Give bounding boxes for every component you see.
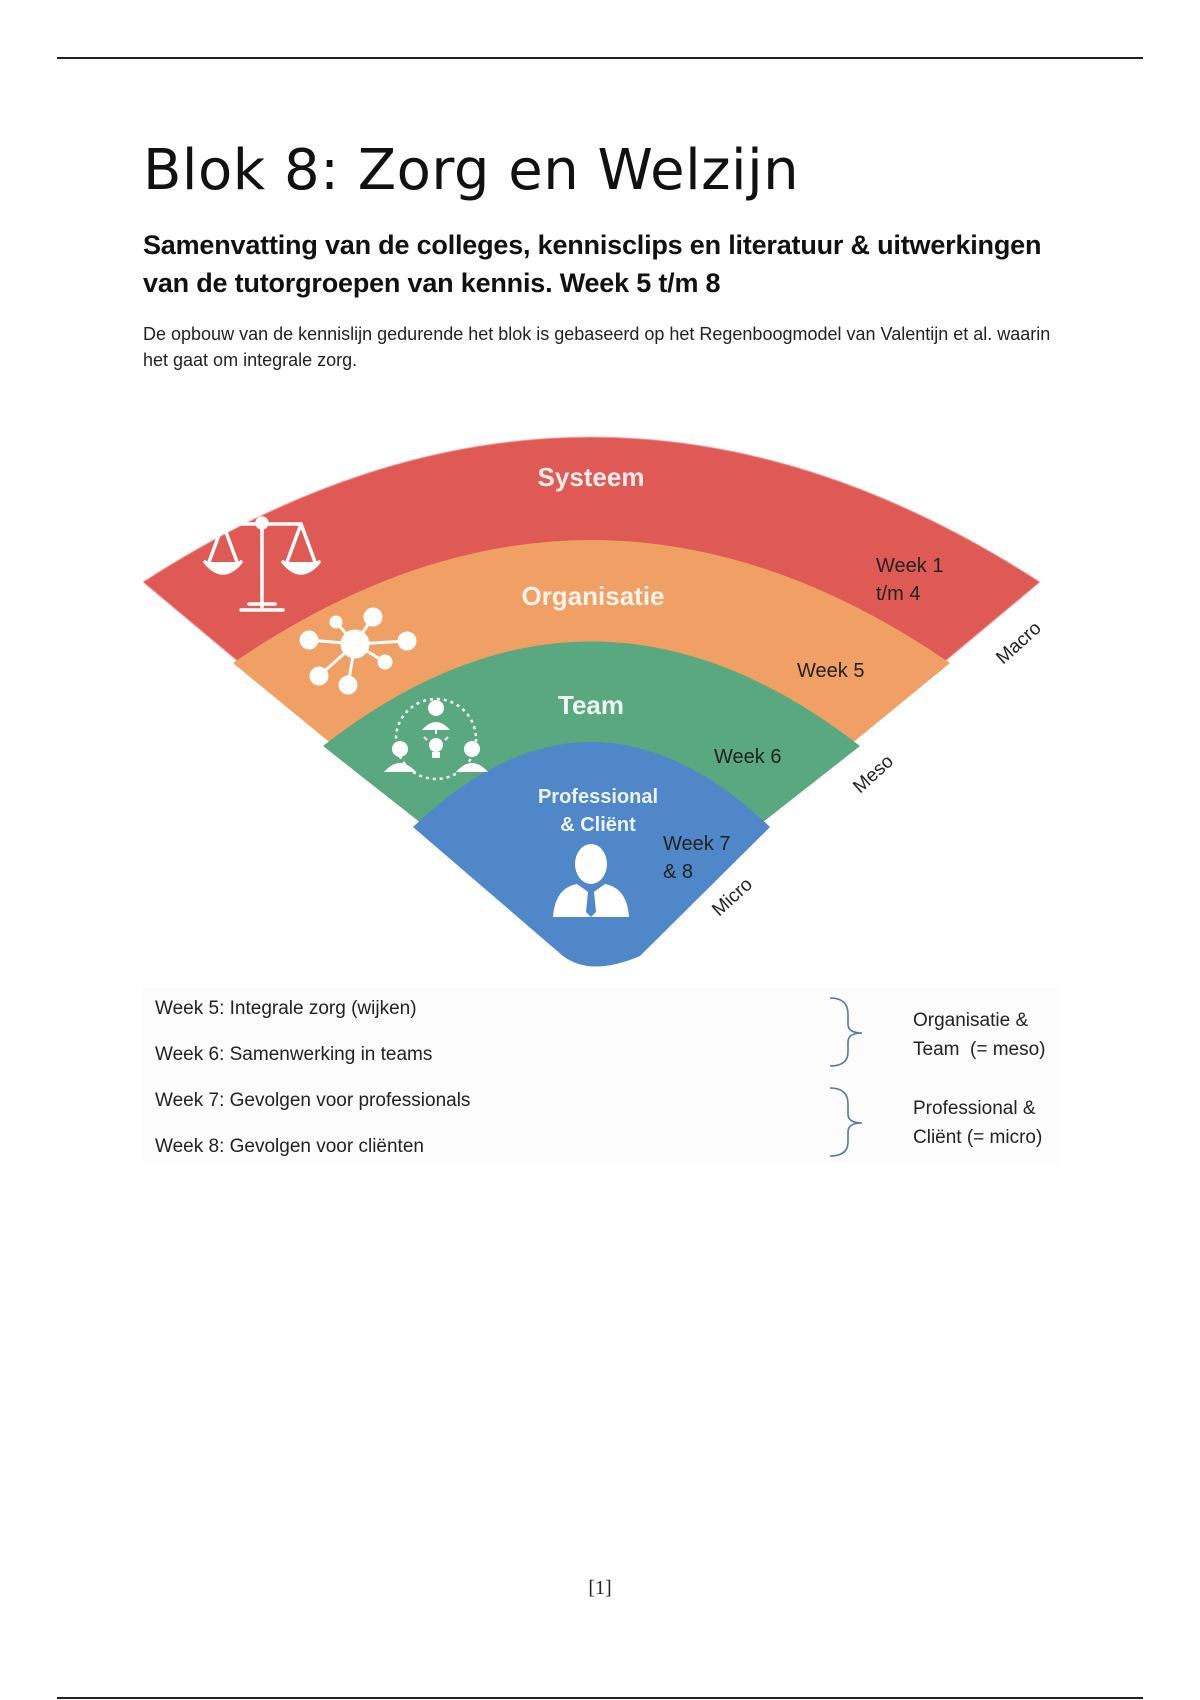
week-label-professional-1: Week 7	[663, 833, 730, 855]
group-label-micro-line1: Professional &	[913, 1098, 1036, 1119]
layer-label-organisatie: Organisatie	[521, 581, 664, 611]
level-label-meso: Meso	[849, 751, 898, 798]
level-label-micro: Micro	[708, 874, 757, 921]
layer-label-team: Team	[558, 690, 624, 720]
rainbow-model-figure: Systeem Organisatie Team Professional & …	[143, 412, 1053, 971]
layer-label-professional: Professional	[538, 786, 658, 808]
week-item-6: Week 6: Samenwerking in teams	[155, 1044, 433, 1065]
week-label-professional-2: & 8	[663, 861, 693, 883]
brace-icon	[829, 997, 863, 1157]
group-label-meso: Organisatie & Team (= meso)	[913, 1006, 1063, 1064]
week-overview: Week 5: Integrale zorg (wijken) Week 6: …	[143, 988, 1058, 1163]
intro-paragraph: De opbouw van de kennislijn gedurende he…	[143, 324, 1051, 370]
layer-label-systeem: Systeem	[538, 462, 645, 492]
page-number: [1]	[588, 1577, 612, 1599]
group-label-micro-line2: Cliënt (= micro)	[913, 1127, 1043, 1148]
footer-rule	[57, 1697, 1143, 1699]
week-label-organisatie: Week 5	[797, 660, 864, 682]
group-label-meso-line2: Team (= meso)	[913, 1039, 1046, 1060]
week-item-7: Week 7: Gevolgen voor professionals	[155, 1090, 471, 1111]
document-title: Blok 8: Zorg en Welzijn	[143, 138, 800, 203]
person-icon	[553, 844, 629, 917]
week-label-systeem-1: Week 1	[876, 555, 943, 577]
layer-label-client: & Cliënt	[560, 814, 636, 836]
group-label-meso-line1: Organisatie &	[913, 1010, 1029, 1031]
team-icon	[384, 697, 488, 781]
group-label-micro: Professional & Cliënt (= micro)	[913, 1094, 1063, 1152]
scales-icon	[203, 516, 321, 612]
network-icon	[299, 607, 417, 695]
header-rule	[57, 57, 1143, 59]
week-label-systeem-2: t/m 4	[876, 583, 920, 605]
document-subtitle: Samenvatting van de colleges, kennisclip…	[143, 230, 1042, 298]
week-label-team: Week 6	[714, 746, 781, 768]
week-item-8: Week 8: Gevolgen voor cliënten	[155, 1136, 424, 1157]
week-item-5: Week 5: Integrale zorg (wijken)	[155, 998, 417, 1019]
level-label-macro: Macro	[992, 618, 1045, 669]
